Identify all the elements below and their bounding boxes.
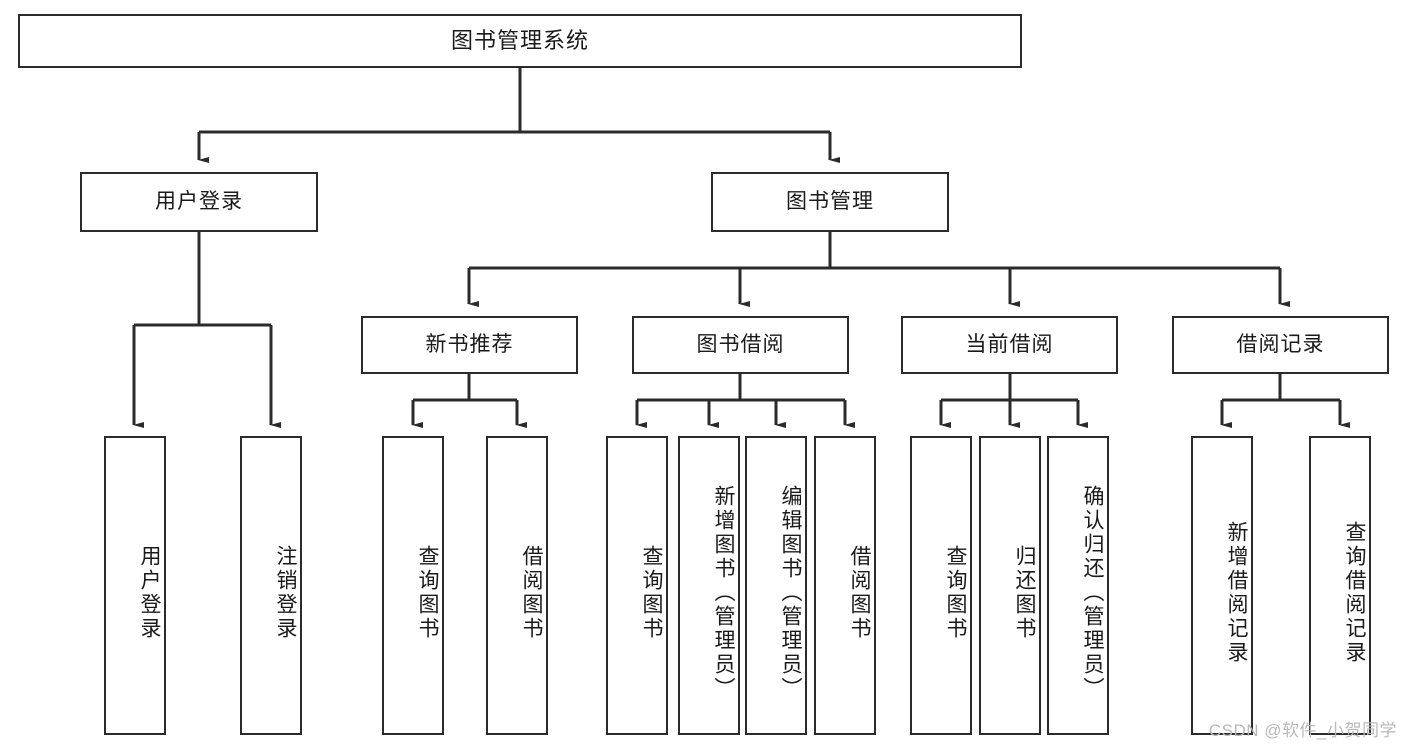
- leaf-query-book-borrow-label: 查询图书: [640, 544, 663, 641]
- node-root-label: 图书管理系统: [450, 27, 589, 53]
- node-user-login-label: 用户登录: [155, 190, 243, 214]
- leaf-logout[interactable]: 注销登录: [240, 436, 302, 735]
- leaf-query-record-label: 查询借阅记录: [1343, 520, 1366, 665]
- node-current-borrow-label: 当前借阅: [965, 333, 1054, 357]
- leaf-borrow-book-rec[interactable]: 借阅图书: [486, 436, 548, 735]
- leaf-add-record[interactable]: 新增借阅记录: [1191, 436, 1253, 735]
- leaf-query-record[interactable]: 查询借阅记录: [1309, 436, 1371, 735]
- leaf-confirm-return-label: 确认归还（管理员）: [1081, 484, 1104, 701]
- leaf-edit-book-label: 编辑图书（管理员）: [779, 484, 802, 701]
- leaf-borrow-book-label: 借阅图书: [848, 544, 871, 641]
- node-borrow-record-label: 借阅记录: [1236, 333, 1325, 357]
- watermark: CSDN @软件_小贺同学: [1208, 721, 1397, 740]
- node-new-book-rec[interactable]: 新书推荐: [361, 316, 578, 374]
- leaf-user-login-label: 用户登录: [138, 544, 161, 641]
- node-user-login[interactable]: 用户登录: [80, 172, 318, 232]
- node-borrow-record[interactable]: 借阅记录: [1172, 316, 1389, 374]
- leaf-confirm-return[interactable]: 确认归还（管理员）: [1047, 436, 1109, 735]
- node-root[interactable]: 图书管理系统: [18, 14, 1022, 68]
- leaf-query-book-rec-label: 查询图书: [416, 544, 439, 641]
- node-book-borrow[interactable]: 图书借阅: [632, 316, 849, 374]
- node-book-borrow-label: 图书借阅: [696, 333, 785, 357]
- leaf-return-book-label: 归还图书: [1013, 544, 1036, 641]
- leaf-return-book[interactable]: 归还图书: [979, 436, 1041, 735]
- leaf-query-book-rec[interactable]: 查询图书: [382, 436, 444, 735]
- node-book-manage-label: 图书管理: [786, 190, 874, 214]
- leaf-borrow-book-rec-label: 借阅图书: [520, 544, 543, 641]
- leaf-borrow-book[interactable]: 借阅图书: [814, 436, 876, 735]
- leaf-add-book[interactable]: 新增图书（管理员）: [678, 436, 740, 735]
- leaf-user-login[interactable]: 用户登录: [104, 436, 166, 735]
- leaf-query-book-cur[interactable]: 查询图书: [910, 436, 972, 735]
- leaf-add-record-label: 新增借阅记录: [1225, 520, 1248, 665]
- leaf-query-book-borrow[interactable]: 查询图书: [606, 436, 668, 735]
- leaf-edit-book[interactable]: 编辑图书（管理员）: [745, 436, 807, 735]
- leaf-logout-label: 注销登录: [274, 544, 297, 641]
- node-book-manage[interactable]: 图书管理: [711, 172, 949, 232]
- node-current-borrow[interactable]: 当前借阅: [901, 316, 1118, 374]
- leaf-add-book-label: 新增图书（管理员）: [712, 484, 735, 701]
- leaf-query-book-cur-label: 查询图书: [944, 544, 967, 641]
- node-new-book-rec-label: 新书推荐: [425, 333, 514, 357]
